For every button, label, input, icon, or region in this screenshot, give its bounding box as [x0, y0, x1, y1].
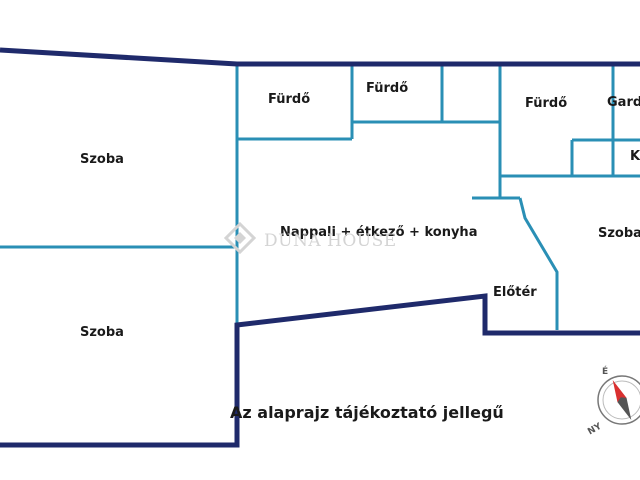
room-label-nappali: Nappali + étkező + konyha	[280, 225, 477, 240]
watermark: DUNA HOUSE	[223, 221, 397, 255]
outer-wall-bottom	[0, 293, 640, 448]
outer-wall-top	[0, 47, 640, 67]
room-label-furdo-1: Fürdő	[268, 92, 310, 107]
room-label-szoba-right: Szoba	[598, 226, 640, 241]
duna-house-logo-icon	[223, 221, 257, 255]
room-label-eloter: Előtér	[493, 285, 537, 300]
room-label-szoba-bottom-left: Szoba	[80, 325, 124, 340]
outer-walls	[0, 47, 640, 448]
watermark-brand: DUNA HOUSE	[264, 231, 397, 251]
compass-label-ny: NY	[586, 421, 604, 437]
wall-eloter-diagonal	[518, 197, 559, 330]
room-label-k: K	[630, 149, 640, 164]
compass-label-e: É	[602, 365, 608, 377]
room-label-furdo-3: Fürdő	[525, 96, 567, 111]
room-label-furdo-2: Fürdő	[366, 81, 408, 96]
room-label-szoba-top-left: Szoba	[80, 152, 124, 167]
disclaimer-note: Az alaprajz tájékoztató jellegű	[230, 403, 504, 422]
compass-icon: É NY	[586, 365, 640, 437]
compass-north-needle	[612, 380, 627, 403]
compass-south-needle	[617, 397, 632, 420]
room-label-gardrob: Gard	[607, 95, 640, 110]
inner-walls	[0, 64, 640, 330]
